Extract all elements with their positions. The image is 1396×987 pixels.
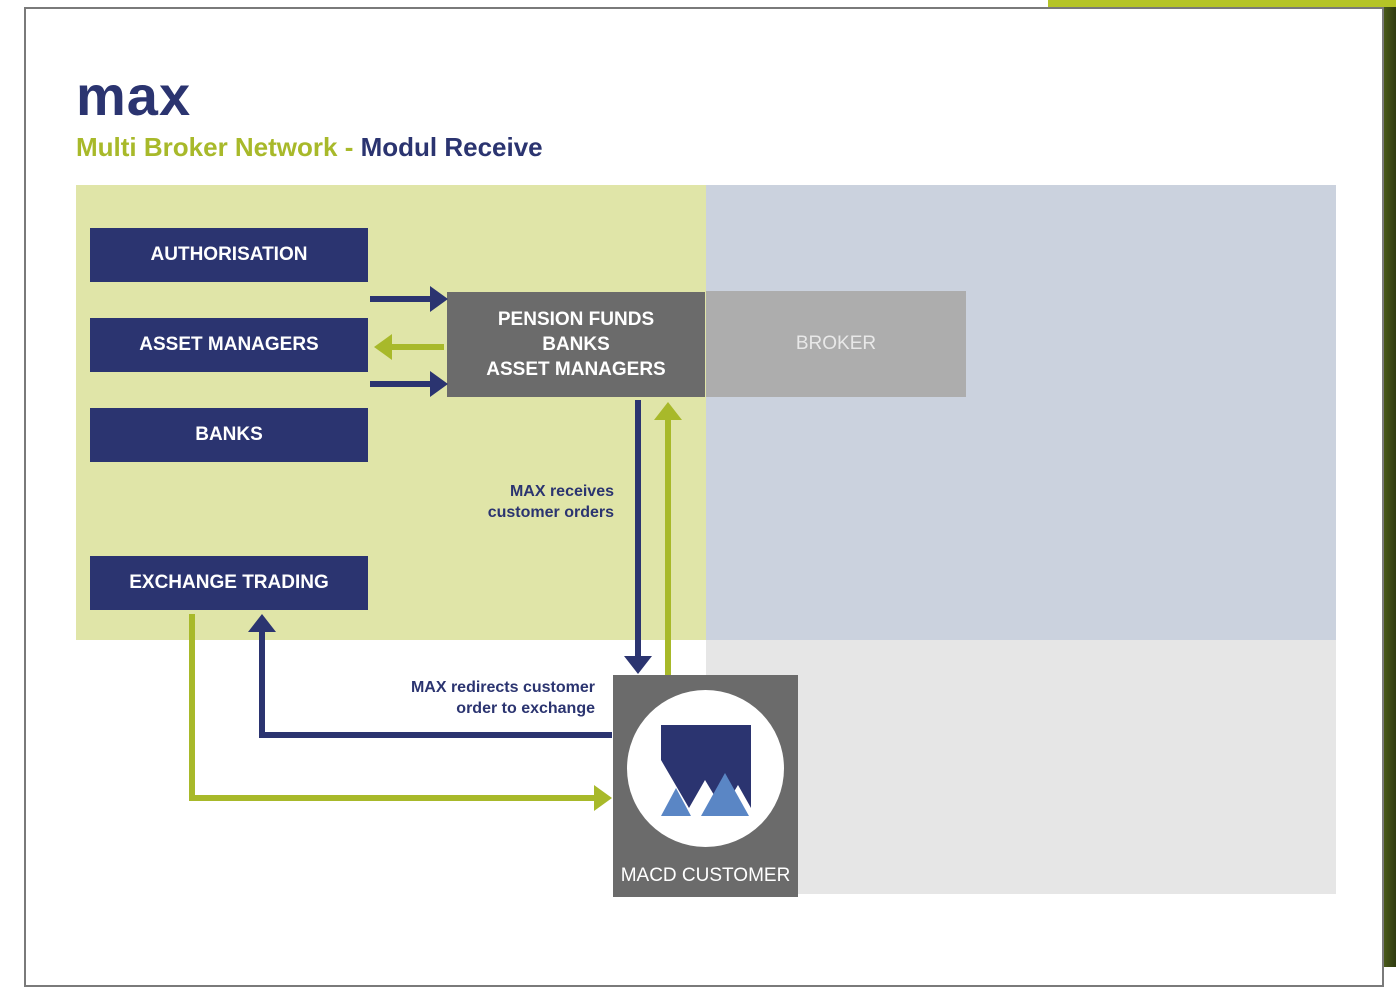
macd-logo-icon (661, 725, 751, 816)
center-line-asset-managers: ASSET MANAGERS (486, 359, 666, 380)
arrow-customer-to-exchange-head (248, 614, 276, 632)
top-accent-tab (1048, 0, 1396, 8)
arrow-customer-to-exchange-line (259, 630, 612, 738)
page-subtitle: Multi Broker Network - Modul Receive (76, 131, 543, 163)
subtitle-network: Multi Broker Network - (76, 132, 361, 162)
side-accent-bar (1384, 7, 1396, 967)
arrow-auth-to-center-head (430, 286, 448, 312)
arrow-customer-to-center-head (654, 402, 682, 420)
arrow-center-to-customer-head (624, 656, 652, 674)
box-exchange-trading: EXCHANGE TRADING (90, 556, 368, 610)
caption-max-redirects: MAX redirects customer order to exchange (390, 677, 595, 719)
arrow-exchange-to-customer-head (594, 785, 612, 811)
caption-receives-line1: MAX receives (509, 483, 614, 500)
box-banks: BANKS (90, 408, 368, 462)
bottom-right-panel (706, 640, 1336, 894)
caption-redirects-line2: order to exchange (456, 700, 595, 717)
caption-max-receives: MAX receives customer orders (470, 481, 614, 523)
customer-label: MACD CUSTOMER (620, 865, 791, 886)
box-asset-managers: ASSET MANAGERS (90, 318, 368, 372)
arrow-exchange-to-customer-line (189, 614, 596, 801)
logo-circle (627, 690, 784, 847)
box-authorisation: AUTHORISATION (90, 228, 368, 282)
center-line-banks: BANKS (542, 334, 610, 355)
arrow-banks-to-center-head (430, 371, 448, 397)
center-line-pension-funds: PENSION FUNDS (497, 309, 655, 330)
brand-title: max (76, 64, 192, 127)
box-broker: BROKER (706, 291, 966, 397)
right-panel (706, 185, 1336, 640)
box-pension-funds-banks-asset-managers: PENSION FUNDS BANKS ASSET MANAGERS (447, 292, 705, 397)
subtitle-module: Modul Receive (360, 132, 543, 162)
arrow-center-to-asset-head (374, 334, 392, 360)
box-macd-customer: MACD CUSTOMER (613, 675, 798, 897)
caption-receives-line2: customer orders (487, 504, 614, 521)
caption-redirects-line1: MAX redirects customer (410, 679, 595, 696)
flow-arrows (189, 286, 682, 811)
